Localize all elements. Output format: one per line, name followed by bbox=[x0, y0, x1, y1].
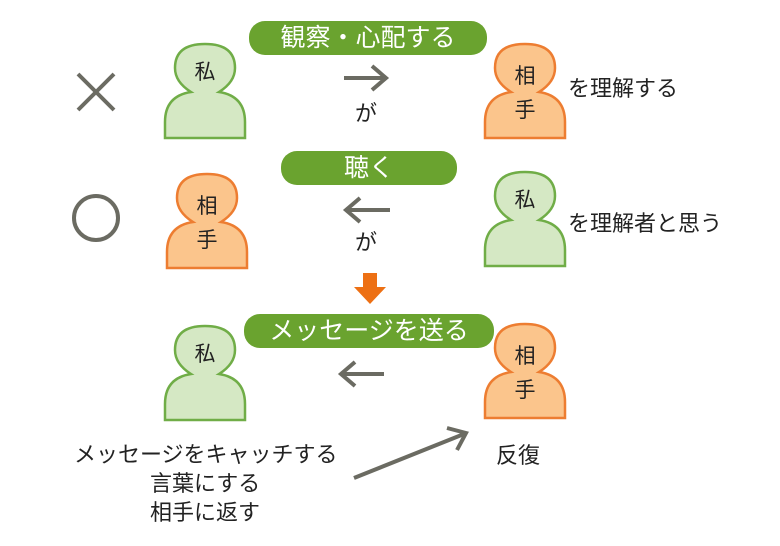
cross-icon bbox=[76, 72, 116, 112]
person-label: 私 bbox=[194, 60, 216, 84]
particle-ga-row2: が bbox=[355, 231, 378, 256]
person-me-row2: 私 bbox=[483, 168, 567, 268]
pill-listen: 聴く bbox=[281, 151, 457, 185]
note-return: 相手に返す bbox=[150, 501, 261, 526]
person-label-2: 手 bbox=[514, 98, 536, 122]
suffix-row1: を理解する bbox=[568, 77, 679, 102]
arrow-left-row3 bbox=[337, 360, 384, 388]
person-me-row3: 私 bbox=[163, 322, 247, 422]
person-label-1: 相 bbox=[196, 194, 218, 218]
circle-icon bbox=[72, 194, 120, 242]
person-label: 私 bbox=[514, 188, 536, 212]
pill-send-message: メッセージを送る bbox=[244, 314, 494, 348]
person-partner-row1: 相 手 bbox=[483, 40, 567, 140]
person-partner-row3: 相 手 bbox=[483, 320, 567, 420]
person-label-1: 相 bbox=[514, 344, 536, 368]
person-partner-row2: 相 手 bbox=[165, 170, 249, 270]
person-me-row1: 私 bbox=[163, 40, 247, 140]
arrow-left-row2 bbox=[342, 196, 390, 224]
note-catch: メッセージをキャッチする bbox=[74, 443, 338, 468]
person-label-2: 手 bbox=[514, 378, 536, 402]
pill-observe-worry: 観察・心配する bbox=[249, 21, 487, 55]
arrow-down-orange bbox=[354, 273, 386, 304]
suffix-row2: を理解者と思う bbox=[568, 212, 723, 237]
person-label-1: 相 bbox=[514, 64, 536, 88]
person-label-2: 手 bbox=[196, 228, 218, 252]
note-repeat: 反復 bbox=[496, 444, 541, 469]
arrow-diagonal bbox=[353, 426, 469, 480]
particle-ga-row1: が bbox=[355, 102, 378, 127]
note-verbalize: 言葉にする bbox=[150, 472, 261, 497]
person-label: 私 bbox=[194, 342, 216, 366]
arrow-right-row1 bbox=[344, 64, 390, 92]
